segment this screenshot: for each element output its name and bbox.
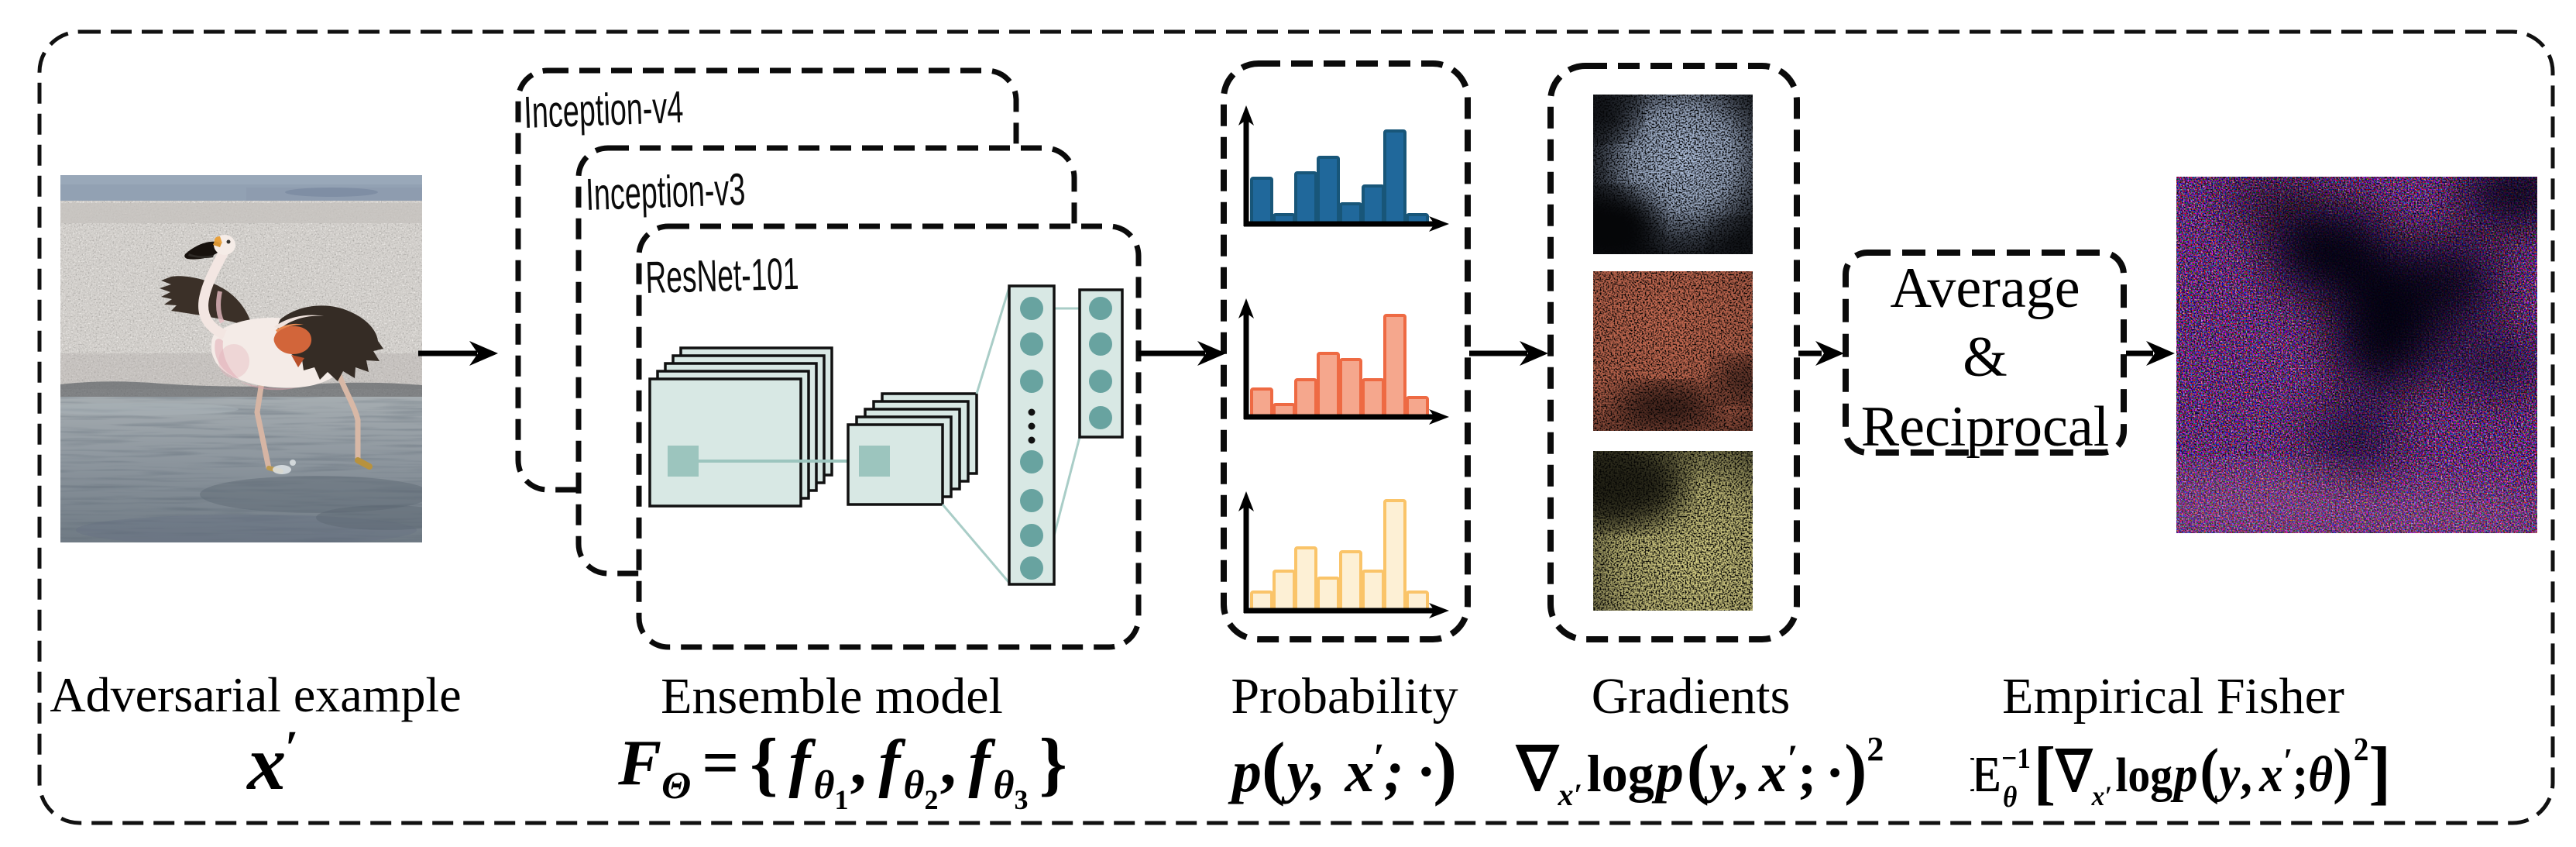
svg-text:2: 2 [1867,730,1884,768]
svg-text:θ: θ [2003,780,2017,813]
svg-text:): ) [1844,732,1867,807]
svg-text:Gradients: Gradients [1592,668,1791,725]
svg-text:log: log [1587,744,1654,803]
svg-text:(: ( [2200,736,2219,805]
svg-text:3: 3 [1015,784,1029,815]
svg-text:[: [ [2034,733,2056,811]
svg-text:): ) [2333,736,2352,805]
svg-text:;: ; [1798,742,1816,804]
svg-text:Ensemble model: Ensemble model [661,668,1003,725]
svg-text:&: & [1963,325,2008,389]
svg-text:Inception-v3: Inception-v3 [585,164,746,220]
svg-text:ResNet-101: ResNet-101 [645,249,800,303]
svg-text:Adversarial example: Adversarial example [50,667,461,722]
svg-text:]: ] [2368,733,2391,811]
svg-text:−1: −1 [2001,742,2031,774]
svg-text:{: { [750,724,778,803]
svg-text:x: x [2258,745,2283,803]
svg-text:2: 2 [925,784,939,815]
svg-text:F: F [617,727,661,799]
svg-text:}: } [1039,724,1067,803]
svg-text:,: , [1734,742,1748,804]
svg-text:·: · [1826,742,1844,804]
svg-text:′: ′ [2283,741,2293,781]
svg-text:x′: x′ [2091,780,2112,811]
svg-text:θ: θ [2308,745,2333,803]
svg-text:(: ( [1687,732,1709,807]
svg-text:θ: θ [904,763,925,807]
svg-text:,: , [940,727,957,799]
svg-text:,: , [2240,745,2251,803]
svg-text:,: , [850,727,867,799]
svg-text:θ: θ [814,763,835,807]
svg-text:;: ; [2293,745,2308,803]
svg-text:1: 1 [835,784,849,815]
svg-text:=: = [702,727,739,799]
svg-text:′: ′ [1787,736,1798,780]
svg-text:x: x [1758,742,1787,804]
svg-text:p: p [1651,742,1684,804]
svg-text:Θ: Θ [661,763,691,807]
svg-text:Average: Average [1890,257,2080,320]
svg-text:2: 2 [2354,732,2369,768]
svg-text:Inception-v4: Inception-v4 [523,82,684,138]
svg-text:θ: θ [994,763,1015,807]
svg-text:Reciprocal: Reciprocal [1861,395,2110,459]
svg-text:x′: x′ [1558,777,1582,812]
svg-text:p: p [2170,745,2197,803]
svg-text:log: log [2115,749,2172,801]
svg-text:Empirical Fisher: Empirical Fisher [2002,668,2344,725]
svg-text:Probability: Probability [1231,668,1458,725]
